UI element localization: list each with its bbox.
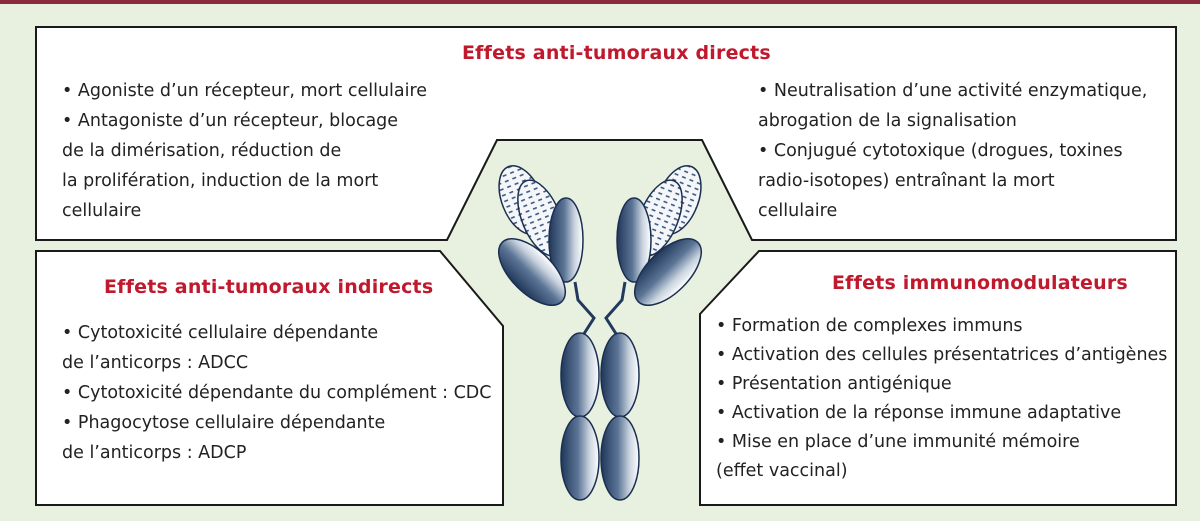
indirect-effects-panel <box>35 250 504 506</box>
immuno-line-6: (effet vaccinal) <box>716 461 848 481</box>
direct-left-line-5: cellulaire <box>62 201 142 221</box>
direct-effects-title: Effets anti-tumoraux directs <box>462 42 771 64</box>
direct-right-line-4: radio-isotopes) entraînant la mort <box>758 171 1055 191</box>
heavy-chain-ch1-left <box>498 238 566 306</box>
indirect-line-5: de l’anticorps : ADCP <box>62 443 247 463</box>
antibody-hinge-right <box>604 281 627 341</box>
indirect-effects-title: Effets anti-tumoraux indirects <box>104 276 434 298</box>
direct-left-line-3: de la dimérisation, réduction de <box>62 141 342 161</box>
antibody-hinge <box>573 281 596 341</box>
immuno-line-3: • Présentation antigénique <box>716 374 952 394</box>
immuno-line-4: • Activation de la réponse immune adapta… <box>716 403 1122 423</box>
direct-left-line-2: • Antagoniste d’un récepteur, blocage <box>62 111 399 131</box>
immuno-line-2: • Activation des cellules présentatrices… <box>716 345 1168 365</box>
immunomodulatory-effects-panel <box>699 250 1177 506</box>
direct-left-line-4: la prolifération, induction de la mort <box>62 171 379 191</box>
heavy-chain-ch1-right <box>634 238 702 306</box>
fc-ch3-left <box>560 415 600 501</box>
direct-right-line-3: • Conjugué cytotoxique (drogues, toxines <box>758 141 1123 161</box>
heavy-chain-vh-right <box>616 197 652 283</box>
direct-effects-panel <box>35 26 1177 241</box>
direct-right-line-1: • Neutralisation d’une activité enzymati… <box>758 81 1148 101</box>
top-accent-bar <box>0 0 1200 4</box>
immunomodulatory-effects-title: Effets immunomodulateurs <box>832 272 1128 294</box>
heavy-chain-vh-left <box>548 197 584 283</box>
indirect-line-4: • Phagocytose cellulaire dépendante <box>62 413 386 433</box>
indirect-line-3: • Cytotoxicité dépendante du complément … <box>62 383 492 403</box>
direct-right-line-2: abrogation de la signalisation <box>758 111 1017 131</box>
indirect-line-1: • Cytotoxicité cellulaire dépendante <box>62 323 379 343</box>
indirect-line-2: de l’anticorps : ADCC <box>62 353 249 373</box>
direct-left-line-1: • Agoniste d’un récepteur, mort cellulai… <box>62 81 428 101</box>
direct-right-line-5: cellulaire <box>758 201 838 221</box>
antibody-illustration <box>498 165 702 501</box>
fc-ch3-right <box>600 415 640 501</box>
immuno-line-1: • Formation de complexes immuns <box>716 316 1023 336</box>
fc-ch2-right <box>600 332 640 418</box>
fc-ch2-left <box>560 332 600 418</box>
immuno-line-5: • Mise en place d’une immunité mémoire <box>716 432 1080 452</box>
